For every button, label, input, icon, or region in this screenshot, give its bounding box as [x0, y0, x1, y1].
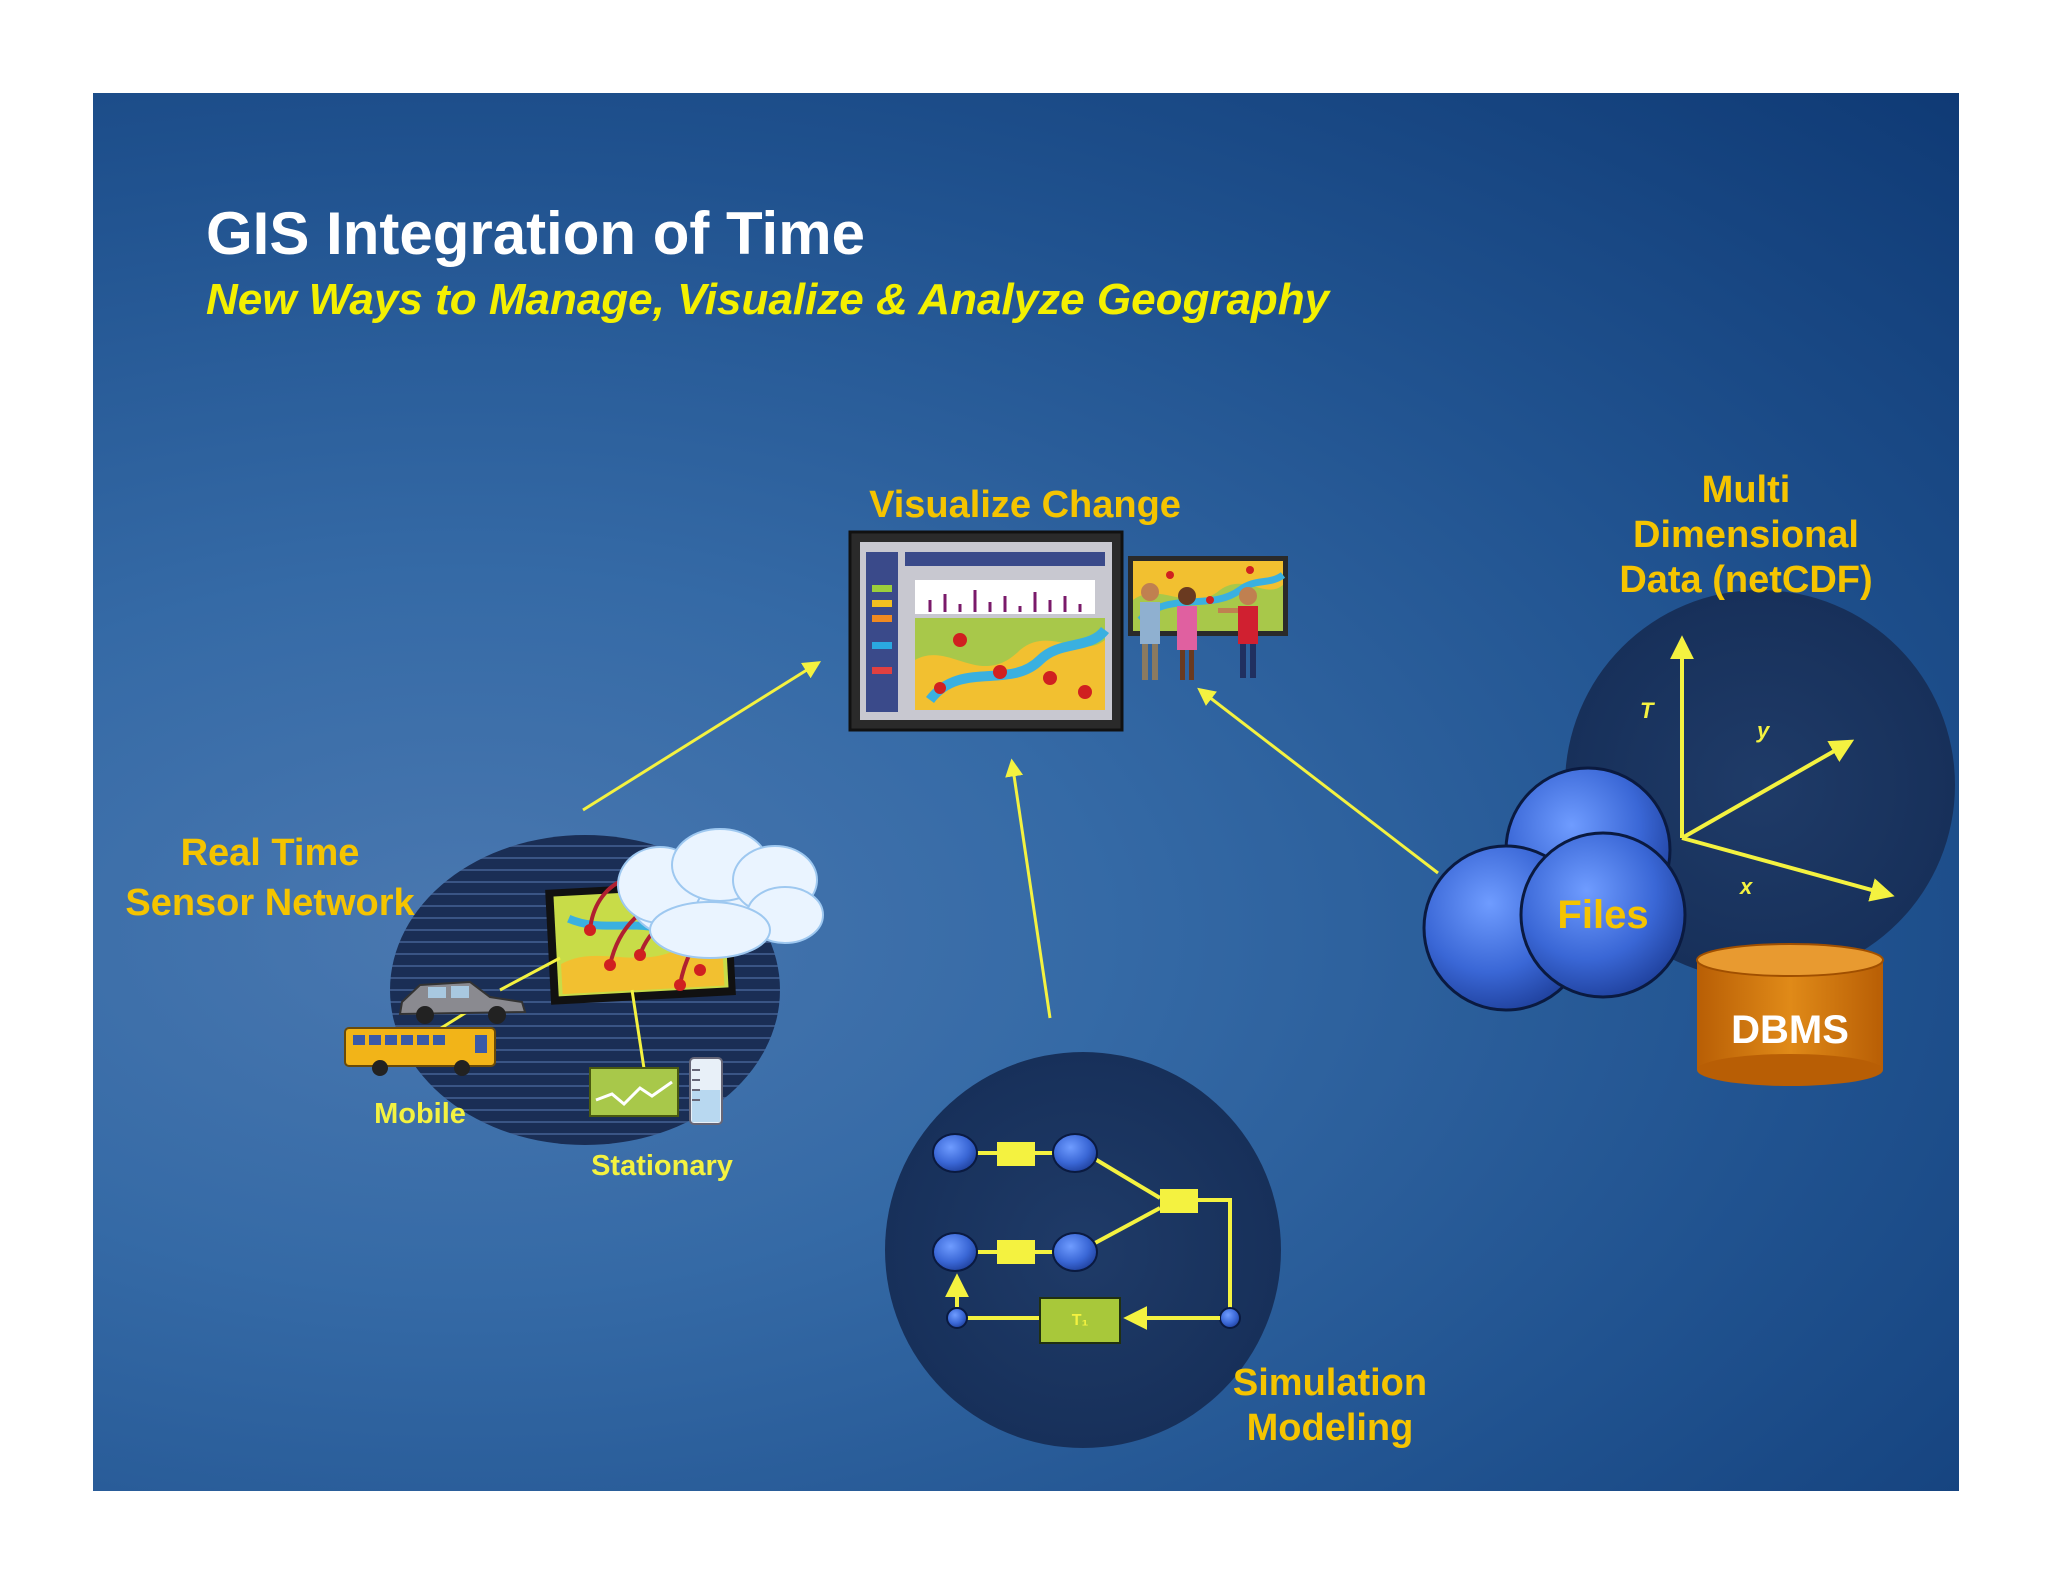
axis-y-label: y: [1756, 718, 1771, 743]
beaker-icon: [689, 1057, 723, 1125]
presentation-illustration: [1128, 556, 1288, 680]
axis-t-label: T: [1640, 698, 1655, 723]
files-label: Files: [1557, 893, 1648, 937]
simulation-to-visualize-arrow: [1005, 758, 1052, 1019]
simulation-flow-nodes: [932, 1133, 1241, 1344]
axis-x-line: [1681, 836, 1895, 902]
axis-y-line: [1681, 739, 1855, 840]
simulation-label-line1: Simulation: [1233, 1362, 1427, 1404]
sensor-group: Real Time Sensor Network: [125, 828, 824, 1182]
stationary-label: Stationary: [591, 1150, 733, 1182]
station-connector: [630, 989, 647, 1076]
multidim-to-visualize-arrow: [1197, 687, 1439, 875]
car-connector: [499, 956, 561, 992]
slide-subtitle: New Ways to Manage, Visualize & Analyze …: [206, 275, 1332, 324]
bus-icon: [344, 1027, 496, 1076]
visualize-group: Visualize Change: [848, 484, 1288, 732]
visualize-label: Visualize Change: [869, 484, 1181, 526]
simulation-group: T₁ Simulation Modeling: [885, 1052, 1427, 1449]
file-sphere-front: [1519, 831, 1687, 999]
sensor-label-line2: Sensor Network: [125, 882, 415, 924]
simulation-label-line2: Modeling: [1247, 1407, 1414, 1449]
multidim-group: T y x Files DBMS Multi Dimensional Data …: [1422, 469, 1955, 1086]
dbms-label: DBMS: [1731, 1008, 1849, 1052]
multidim-label-line1: Multi: [1702, 469, 1791, 511]
car-icon: [398, 980, 527, 1024]
dbms-cylinder: [1696, 943, 1884, 1086]
t1-label: T₁: [1072, 1312, 1089, 1329]
stationary-chart-icon: [589, 1067, 679, 1117]
mobile-label: Mobile: [374, 1098, 466, 1130]
slide-title: GIS Integration of Time: [206, 200, 865, 267]
axis-x-label: x: [1739, 874, 1753, 899]
sensor-to-visualize-arrow: [582, 661, 822, 812]
monitor-illustration: [848, 530, 1124, 732]
cloud-icon: [617, 828, 824, 959]
sensor-label-line1: Real Time: [181, 832, 360, 874]
multidim-label-line2: Dimensional: [1633, 514, 1859, 556]
multidim-label-line3: Data (netCDF): [1619, 559, 1872, 601]
